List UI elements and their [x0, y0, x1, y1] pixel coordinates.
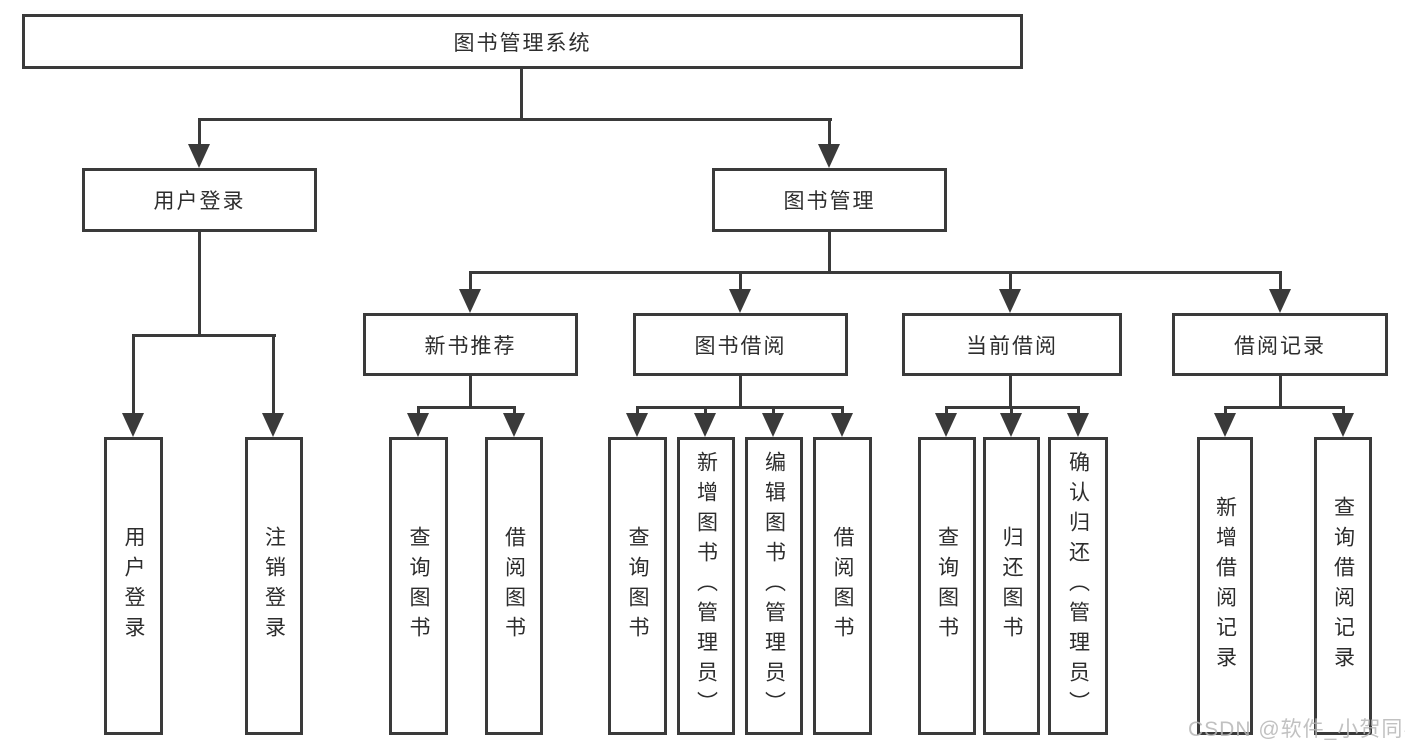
node-user-login: 用户登录 — [82, 168, 317, 232]
connector-user-leaf2-drop — [272, 334, 275, 416]
connector-current-borrow-drop — [1009, 271, 1012, 293]
arrow-to-user-login — [188, 144, 210, 168]
connector-current-leaf3-drop — [1077, 406, 1080, 418]
arrow-to-borrow-add — [694, 413, 716, 437]
leaf-borrow-borrow-books: 借阅图书 — [813, 437, 872, 735]
arrow-to-borrow-records — [1269, 289, 1291, 313]
connector-records-rail — [1224, 406, 1344, 409]
connector-records-leaf2-drop — [1342, 406, 1345, 418]
connector-borrow-records-stem — [1279, 375, 1282, 409]
arrow-to-recommend-borrow — [503, 413, 525, 437]
leaf-borrow-query-books: 查询图书 — [608, 437, 667, 735]
csdn-watermark: CSDN @软件_小贺同学 — [1188, 718, 1405, 741]
connector-borrow-rail — [636, 406, 843, 409]
connector-user-leaves-rail — [132, 334, 276, 337]
connector-borrow-leaf4-drop — [841, 406, 844, 418]
connector-book-mgmt-stem — [828, 232, 831, 274]
connector-user-login-stem — [198, 232, 201, 337]
connector-current-borrow-stem — [1009, 375, 1012, 409]
arrow-to-recommend-query — [407, 413, 429, 437]
arrow-to-current-confirm — [1067, 413, 1089, 437]
leaf-borrow-add-books-admin: 新增图书（管理员） — [677, 437, 735, 735]
leaf-borrow-edit-books-admin: 编辑图书（管理员） — [745, 437, 803, 735]
node-borrow-records: 借阅记录 — [1172, 313, 1388, 376]
node-current-borrow: 当前借阅 — [902, 313, 1122, 376]
connector-new-books-stem — [469, 375, 472, 409]
connector-current-leaf2-drop — [1010, 406, 1013, 418]
connector-book-borrow-stem — [739, 375, 742, 409]
connector-recommend-leaf2-drop — [513, 406, 516, 418]
connector-book-mgmt-drop — [828, 118, 831, 148]
arrow-to-current-query — [935, 413, 957, 437]
connector-user-login-drop — [198, 118, 201, 148]
arrow-to-current-return — [1000, 413, 1022, 437]
connector-records-leaf1-drop — [1224, 406, 1227, 418]
arrow-to-borrow-edit — [762, 413, 784, 437]
leaf-current-confirm-return-admin: 确认归还（管理员） — [1048, 437, 1108, 735]
connector-current-leaf1-drop — [945, 406, 948, 418]
arrow-to-leaf-user-login — [122, 413, 144, 437]
arrow-to-records-query — [1332, 413, 1354, 437]
node-book-borrow: 图书借阅 — [633, 313, 848, 376]
connector-new-books-drop — [469, 271, 472, 293]
connector-recommend-rail — [417, 406, 516, 409]
leaf-logout: 注销登录 — [245, 437, 303, 735]
connector-borrow-records-drop — [1279, 271, 1282, 293]
node-book-mgmt: 图书管理 — [712, 168, 947, 232]
leaf-records-add-record: 新增借阅记录 — [1197, 437, 1253, 735]
arrow-to-leaf-logout — [262, 413, 284, 437]
node-new-books: 新书推荐 — [363, 313, 578, 376]
leaf-user-login: 用户登录 — [104, 437, 163, 735]
arrow-to-book-mgmt — [818, 144, 840, 168]
connector-recommend-leaf1-drop — [417, 406, 420, 418]
leaf-current-return-books: 归还图书 — [983, 437, 1040, 735]
connector-book-borrow-drop — [739, 271, 742, 293]
connector-level2-rail — [198, 118, 832, 121]
connector-borrow-leaf3-drop — [772, 406, 775, 418]
arrow-to-current-borrow — [999, 289, 1021, 313]
leaf-recommend-query-books: 查询图书 — [389, 437, 448, 735]
arrow-to-borrow-query — [626, 413, 648, 437]
connector-borrow-leaf2-drop — [704, 406, 707, 418]
leaf-recommend-borrow-books: 借阅图书 — [485, 437, 543, 735]
node-root-library-system: 图书管理系统 — [22, 14, 1023, 69]
leaf-current-query-books: 查询图书 — [918, 437, 976, 735]
arrow-to-records-add — [1214, 413, 1236, 437]
connector-user-leaf1-drop — [132, 334, 135, 416]
connector-borrow-leaf1-drop — [636, 406, 639, 418]
leaf-records-query-record: 查询借阅记录 — [1314, 437, 1372, 735]
arrow-to-new-books — [459, 289, 481, 313]
arrow-to-borrow-borrow — [831, 413, 853, 437]
connector-level3-rail — [469, 271, 1282, 274]
arrow-to-book-borrow — [729, 289, 751, 313]
connector-root-stem — [520, 69, 523, 119]
